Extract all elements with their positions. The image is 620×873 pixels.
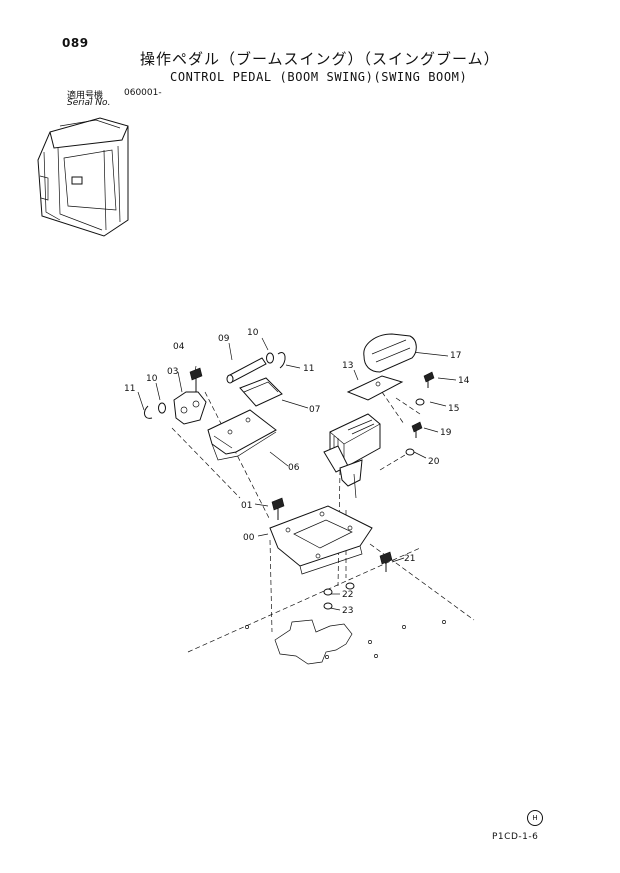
screws xyxy=(271,371,435,572)
pedal-pad xyxy=(239,377,283,407)
callout-07: 07 xyxy=(309,405,320,415)
callout-15: 15 xyxy=(448,404,459,414)
washers xyxy=(323,398,425,610)
cab-thumbnail xyxy=(37,117,129,237)
callout-06: 06 xyxy=(288,463,300,473)
callout-17: 17 xyxy=(450,351,461,361)
leader-lines xyxy=(137,337,457,633)
callout-00: 00 xyxy=(243,533,255,543)
callout-11b: 11 xyxy=(124,384,135,394)
page-code: P1CD-1-6 xyxy=(492,832,539,842)
plate-13 xyxy=(346,375,404,401)
callout-10: 10 xyxy=(247,328,259,338)
pilot-valve xyxy=(323,413,381,499)
bolt-04 xyxy=(189,367,203,392)
callout-13: 13 xyxy=(342,361,353,371)
callout-19: 19 xyxy=(440,428,452,438)
callout-labels: 04 09 10 11 03 10 11 07 06 17 13 14 15 1… xyxy=(124,328,470,616)
page-title-japanese: 操作ペダル（ブームスイング）（スイングブーム） xyxy=(140,50,500,68)
washer-clip xyxy=(144,352,286,419)
page-title-english: CONTROL PEDAL (BOOM SWING)(SWING BOOM) xyxy=(170,70,468,84)
callout-21: 21 xyxy=(404,554,415,564)
page-number: 089 xyxy=(62,36,89,50)
pedal xyxy=(207,409,277,461)
callout-11: 11 xyxy=(303,364,314,374)
callout-10b: 10 xyxy=(146,374,158,384)
callout-20: 20 xyxy=(428,457,440,467)
serial-label-english: Serial No. xyxy=(67,98,111,108)
serial-label-japanese: 適用号機 xyxy=(67,91,104,101)
callout-03: 03 xyxy=(167,367,178,377)
floor-plate xyxy=(187,543,475,665)
corner-mark: H xyxy=(527,810,543,826)
callout-14: 14 xyxy=(458,376,470,386)
serial-value: 060001- xyxy=(124,88,162,98)
callout-22: 22 xyxy=(342,590,353,600)
callout-09: 09 xyxy=(218,334,230,344)
base-plate xyxy=(269,505,373,575)
callout-01: 01 xyxy=(241,501,252,511)
pedal-cover xyxy=(363,333,417,373)
callout-04: 04 xyxy=(173,342,185,352)
callout-23: 23 xyxy=(342,606,353,616)
pin-part xyxy=(226,357,267,384)
bracket xyxy=(173,391,207,425)
